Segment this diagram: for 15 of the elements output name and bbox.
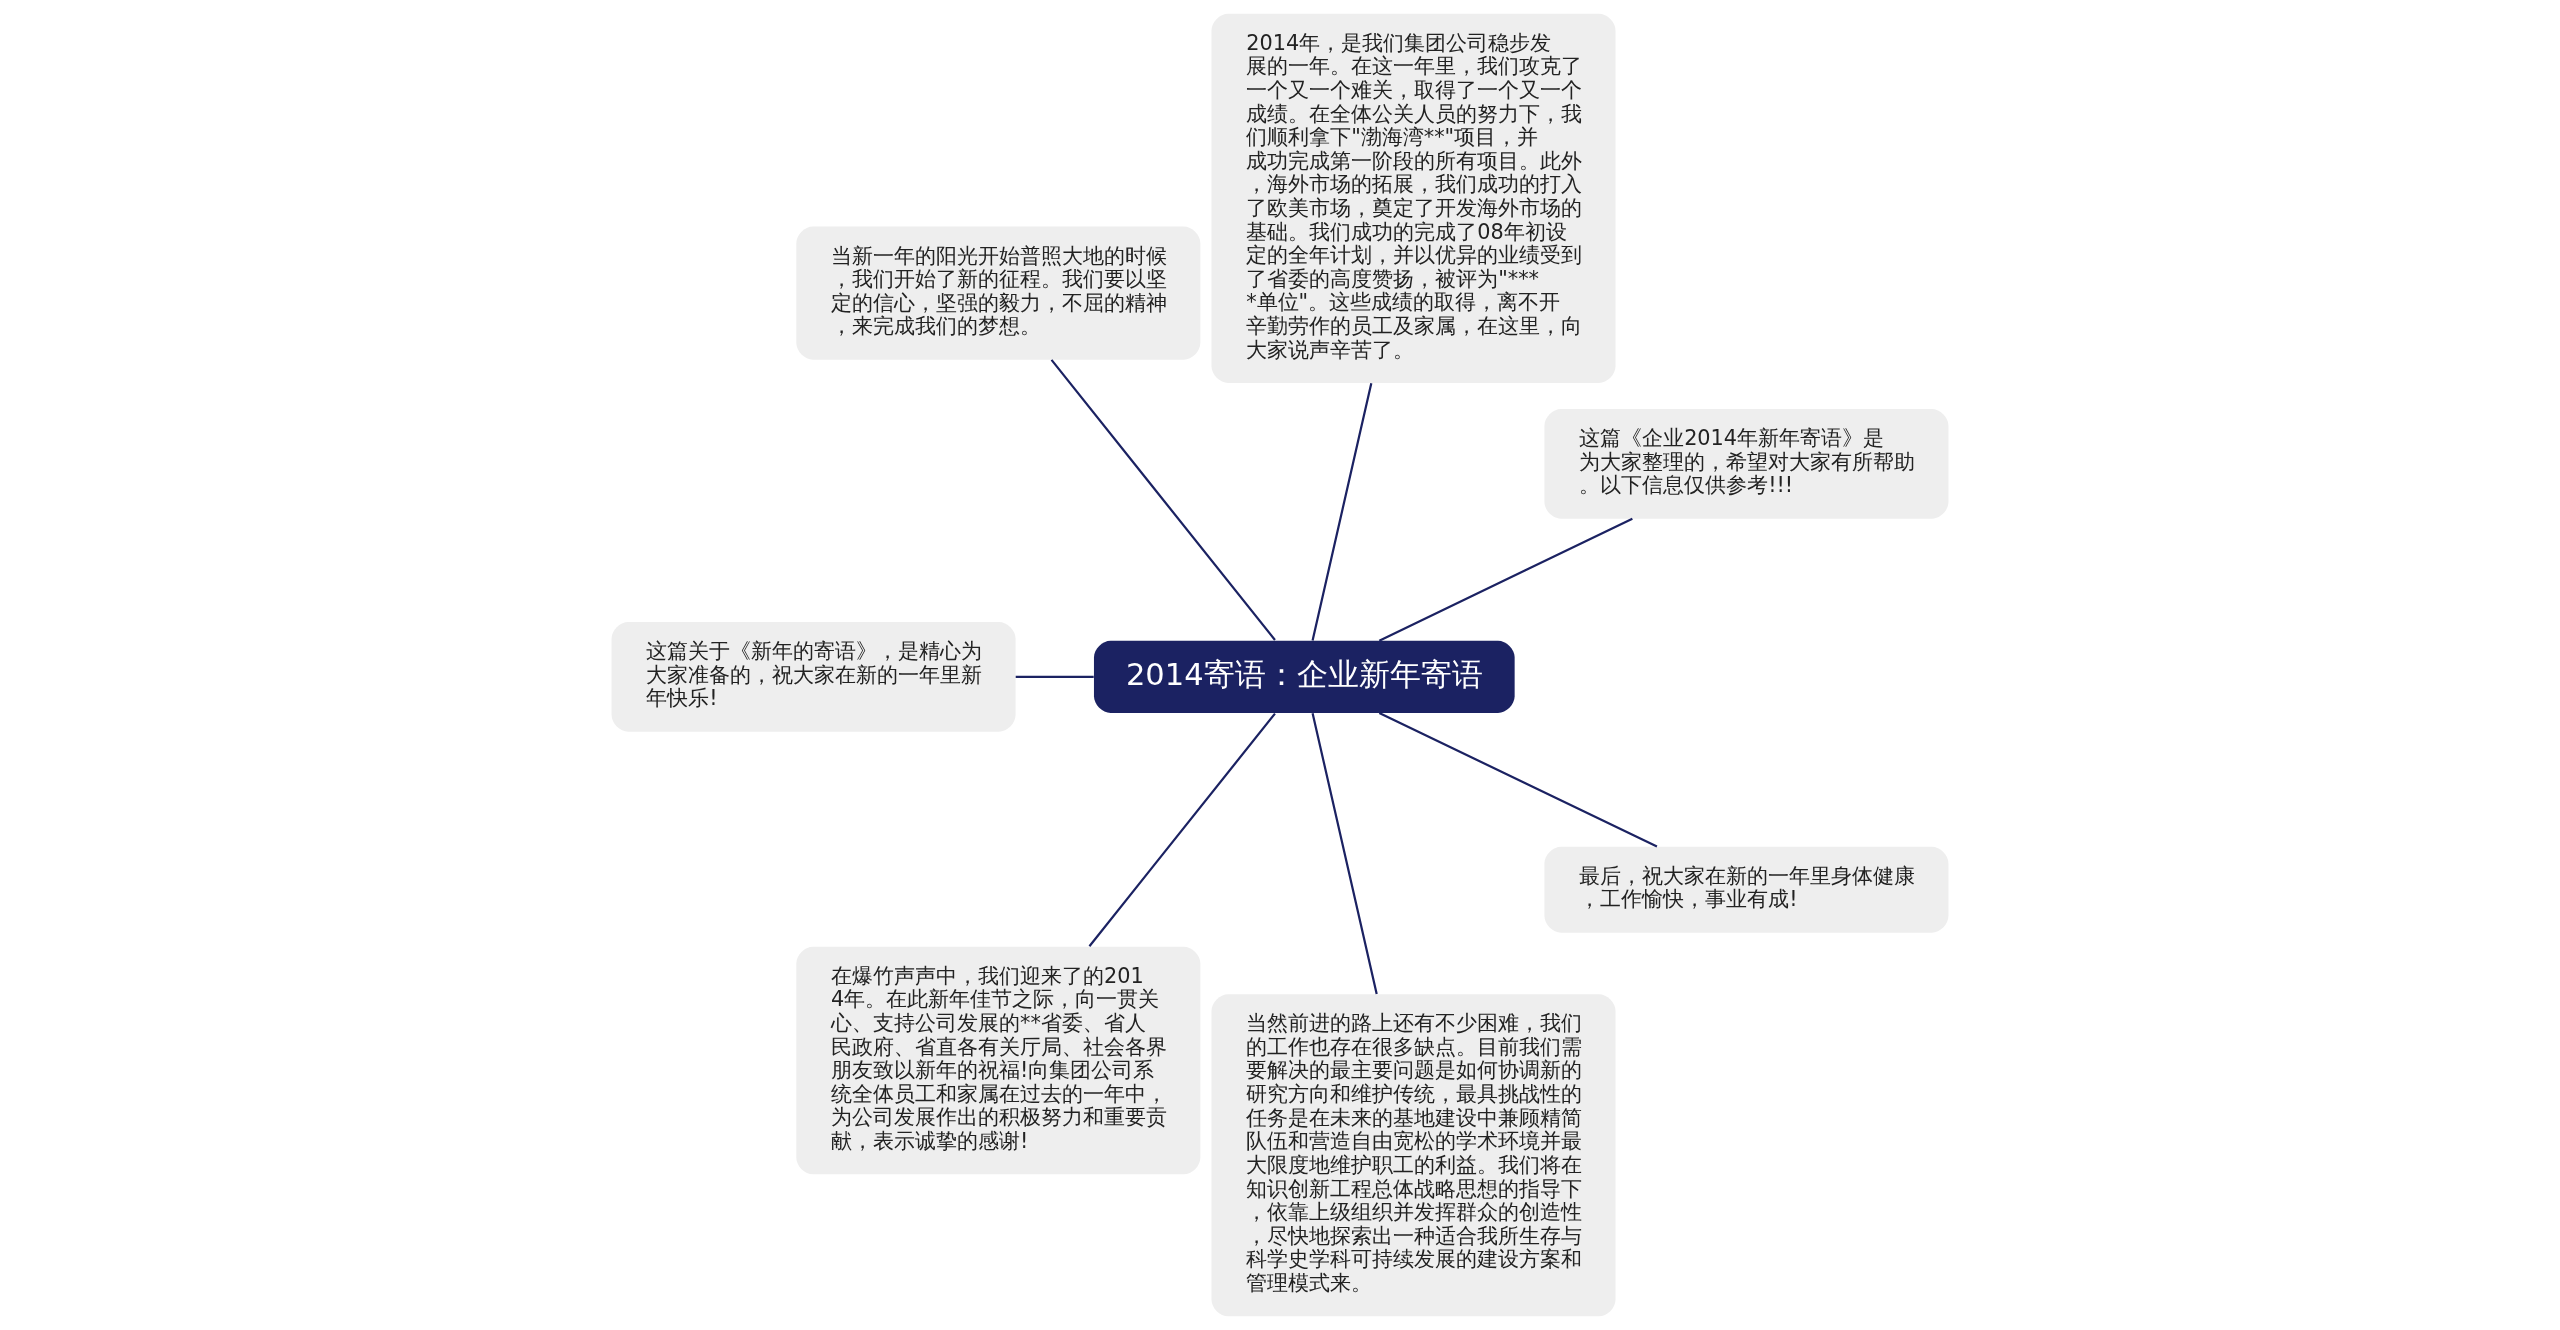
connector	[1015, 675, 1094, 678]
connector	[1088, 712, 1276, 947]
node-box: 这篇关于《新年的寄语》，是精心为大家准备的，祝大家在新的一年里新年快乐!	[611, 621, 1016, 732]
connector	[1378, 711, 1658, 848]
node-box: 2014年，是我们集团公司稳步发展的一年。在这一年里，我们攻克了一个又一个难关，取得了一个又一个成绩。在全体公关人员的努力下，我们顺利拿下"渤海湾**"项目，并成功完成第一阶段的所有项目。此外，海外市场的拓展，我们成功的打入了欧美市场，奠定了开发海外市场的基础。我们成功的完成了08年初设定的全年计划，并以优异的业绩受到了省委的高度赞扬，被评为"****单位"。这些成绩的取得，离不开辛勤劳作的员工及家属，在这里，向大家说声辛苦了。	[1211, 13, 1616, 384]
node-box: 2014寄语：企业新年寄语	[1093, 640, 1515, 713]
node-box: 当然前进的路上还有不少困难，我们的工作也存在很多缺点。目前我们需要解决的最主要问题是如何协调新的研究方向和维护传统，最具挑战性的任务是在未来的基地建设中兼顾精简队伍和营造自由宽松的学术环境并最大限度地维护职工的利益。我们将在知识创新工程总体战略思想的指导下，依靠上级组织并发挥群众的创造性，尽快地探索出一种适合我所生存与科学史学科可持续发展的建设方案和管理模式来。	[1211, 994, 1616, 1317]
connector	[1050, 359, 1276, 641]
node-box: 在爆竹声声中，我们迎来了的2014年。在此新年佳节之际，向一贯关心、支持公司发展的**省委、省人民政府、省直各有关厅局、社会各界朋友致以新年的祝福!向集团公司系统全体员工和家属在过去的一年中，为公司发展作出的积极努力和重要贡献，表示诚挚的感谢!	[796, 946, 1201, 1175]
connector	[1311, 712, 1378, 995]
connector	[1378, 517, 1633, 642]
node-box: 当新一年的阳光开始普照大地的时候，我们开始了新的征程。我们要以坚定的信心，坚强的毅力，不屈的精神，来完成我们的梦想。	[796, 226, 1201, 360]
node-box: 最后，祝大家在新的一年里身体健康，工作愉快，事业有成!	[1544, 846, 1949, 933]
node-box: 这篇《企业2014年新年寄语》是为大家整理的，希望对大家有所帮助。以下信息仅供参考!!!	[1544, 409, 1949, 519]
connector	[1311, 382, 1373, 641]
